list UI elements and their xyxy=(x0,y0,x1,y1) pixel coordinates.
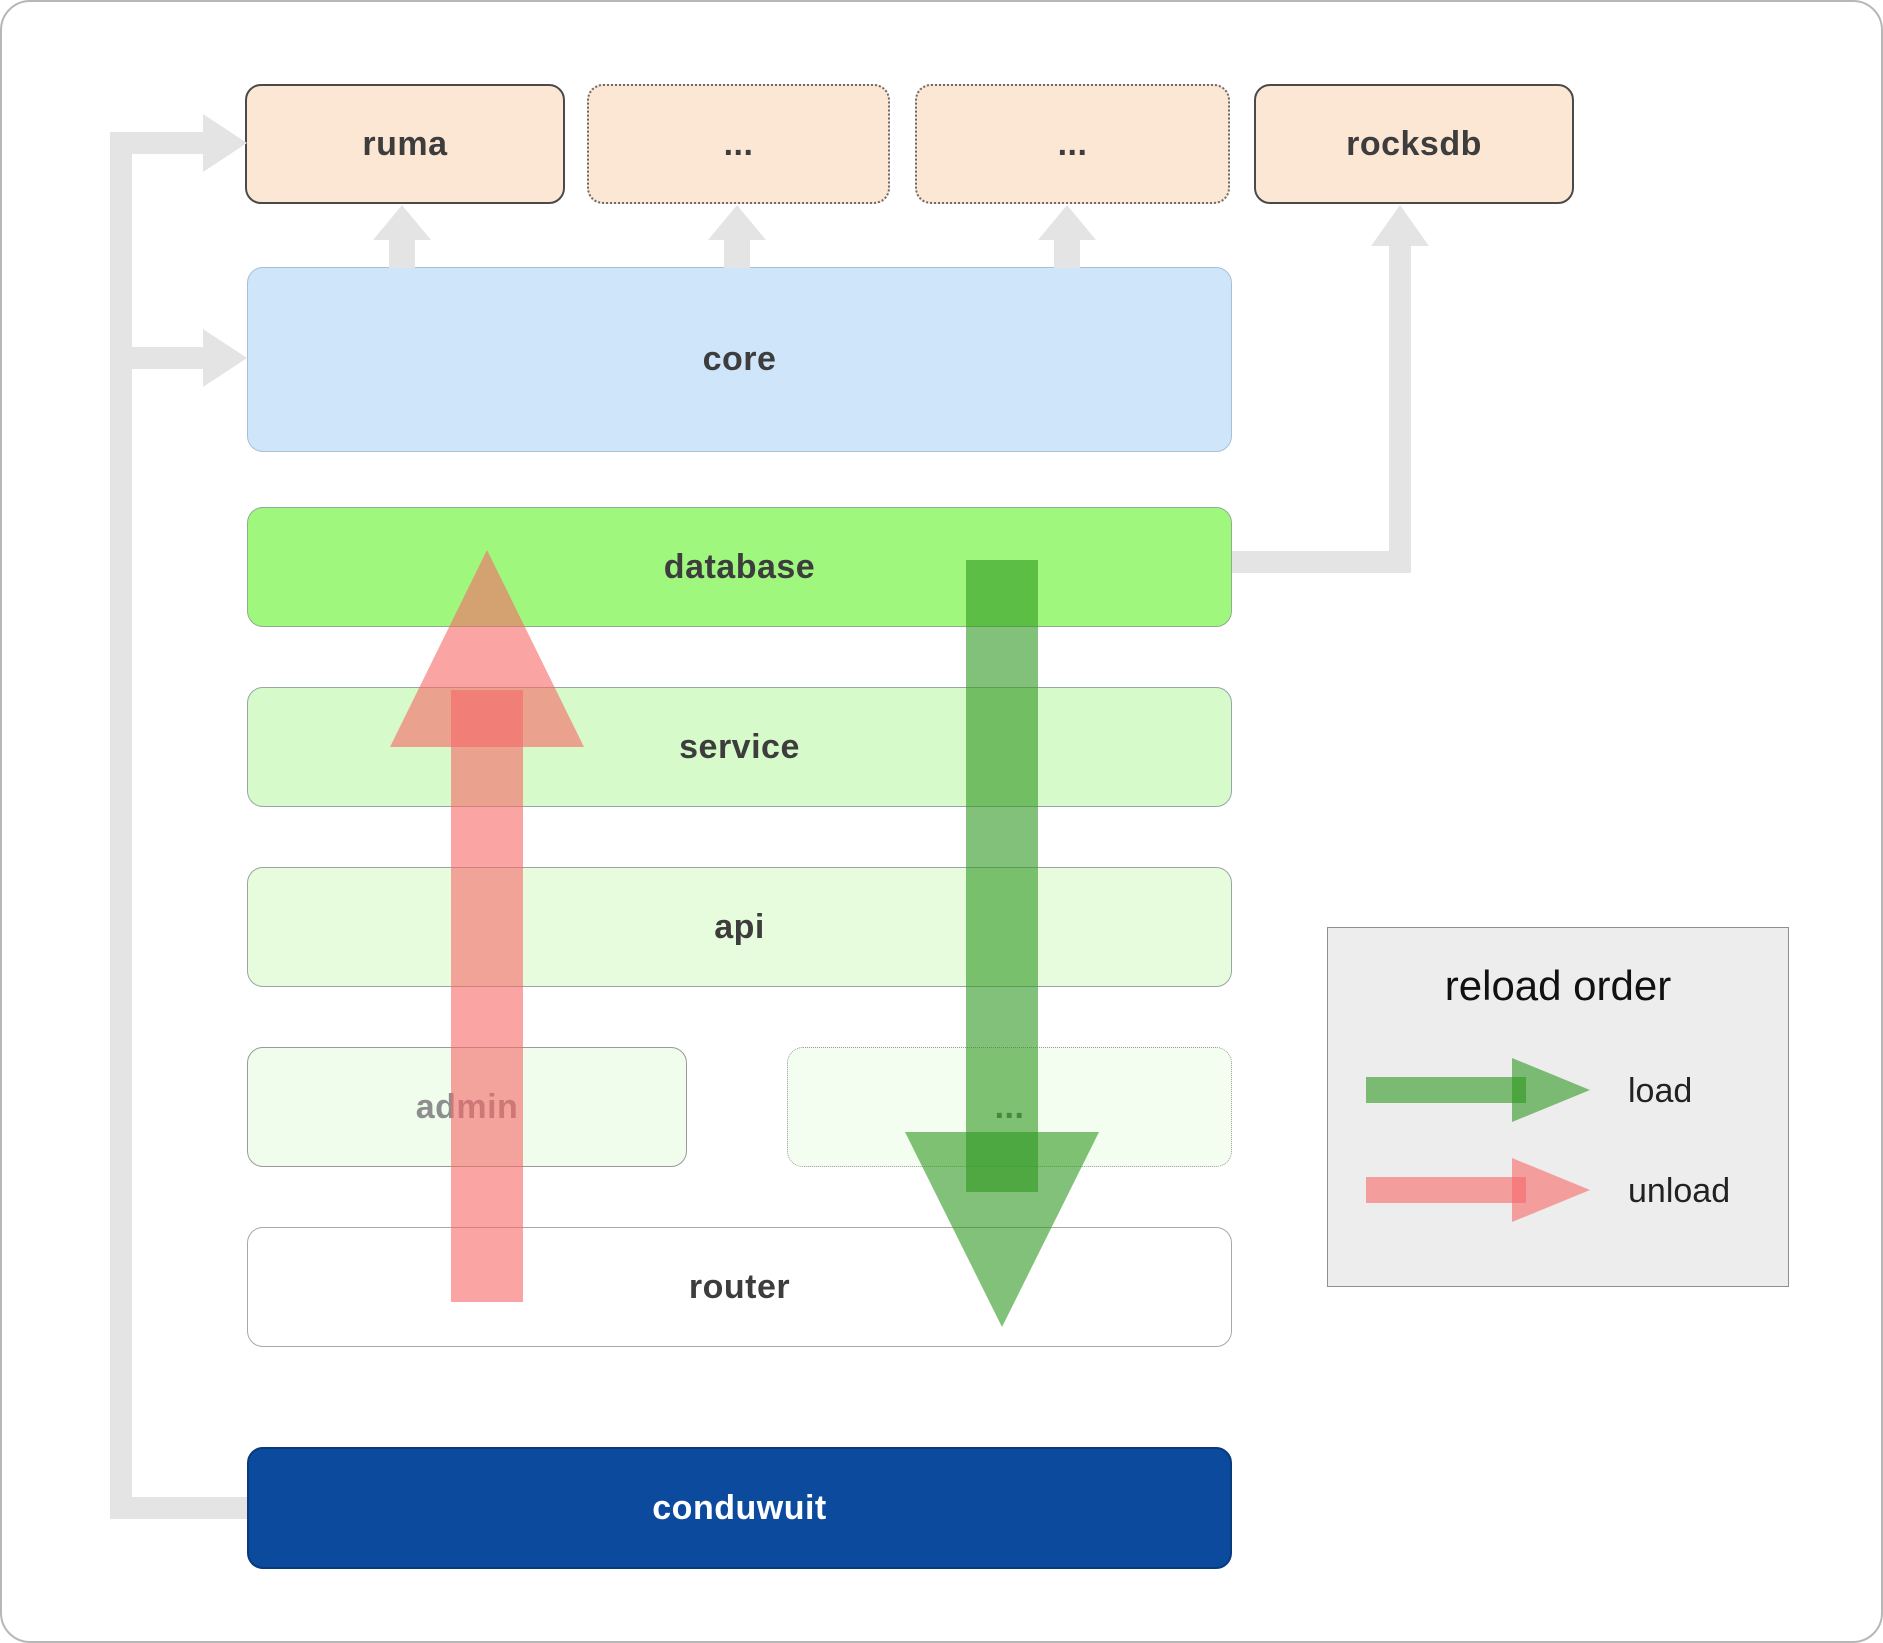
node-label: service xyxy=(679,727,800,766)
load-icon-shaft xyxy=(1366,1077,1526,1103)
connector-database-to-rocksdb-line xyxy=(1232,244,1411,573)
load-icon-head xyxy=(1512,1058,1590,1122)
node-label: database xyxy=(663,547,816,586)
node-label: router xyxy=(688,1267,791,1306)
legend-unload-label: unload xyxy=(1628,1171,1731,1210)
node-label: admin xyxy=(415,1087,519,1126)
node-label: conduwuit xyxy=(652,1488,827,1527)
node-database: database xyxy=(247,507,1232,627)
up-arrow-core-to-ruma xyxy=(373,205,431,268)
node-admin: admin xyxy=(247,1047,687,1167)
node-service: service xyxy=(247,687,1232,807)
unload-icon-head xyxy=(1512,1158,1590,1222)
connector-arrowhead-rocksdb xyxy=(1371,205,1429,246)
node-dots-top-1: ... xyxy=(587,84,890,204)
node-conduwuit: conduwuit xyxy=(247,1447,1232,1569)
node-label: core xyxy=(702,340,777,378)
node-dots-top-2: ... xyxy=(915,84,1230,204)
node-dots-admin: ... xyxy=(787,1047,1232,1167)
node-core: core xyxy=(247,267,1232,452)
node-api: api xyxy=(247,867,1232,987)
connector-arrowhead-ruma xyxy=(203,114,247,172)
load-arrow-icon xyxy=(1366,1058,1590,1122)
node-ruma: ruma xyxy=(245,84,565,204)
node-label: api xyxy=(714,907,765,946)
up-arrow-core-to-dots-2 xyxy=(1038,205,1096,268)
node-label: ... xyxy=(994,1087,1025,1126)
unload-arrow-icon xyxy=(1366,1158,1590,1222)
connector-arrowhead-core xyxy=(203,329,247,387)
connector-conduwuit-left-line xyxy=(110,132,247,1519)
node-label: ... xyxy=(723,124,754,163)
node-rocksdb: rocksdb xyxy=(1254,84,1574,204)
node-label: rocksdb xyxy=(1346,124,1482,163)
node-router: router xyxy=(247,1227,1232,1347)
up-arrow-core-to-dots-1 xyxy=(708,205,766,268)
legend-title: reload order xyxy=(1444,962,1672,1009)
node-label: ruma xyxy=(362,124,448,163)
legend-panel: reload order load unload xyxy=(1327,927,1789,1287)
node-label: ... xyxy=(1057,124,1088,163)
unload-icon-shaft xyxy=(1366,1177,1526,1203)
legend-load-label: load xyxy=(1628,1071,1693,1110)
